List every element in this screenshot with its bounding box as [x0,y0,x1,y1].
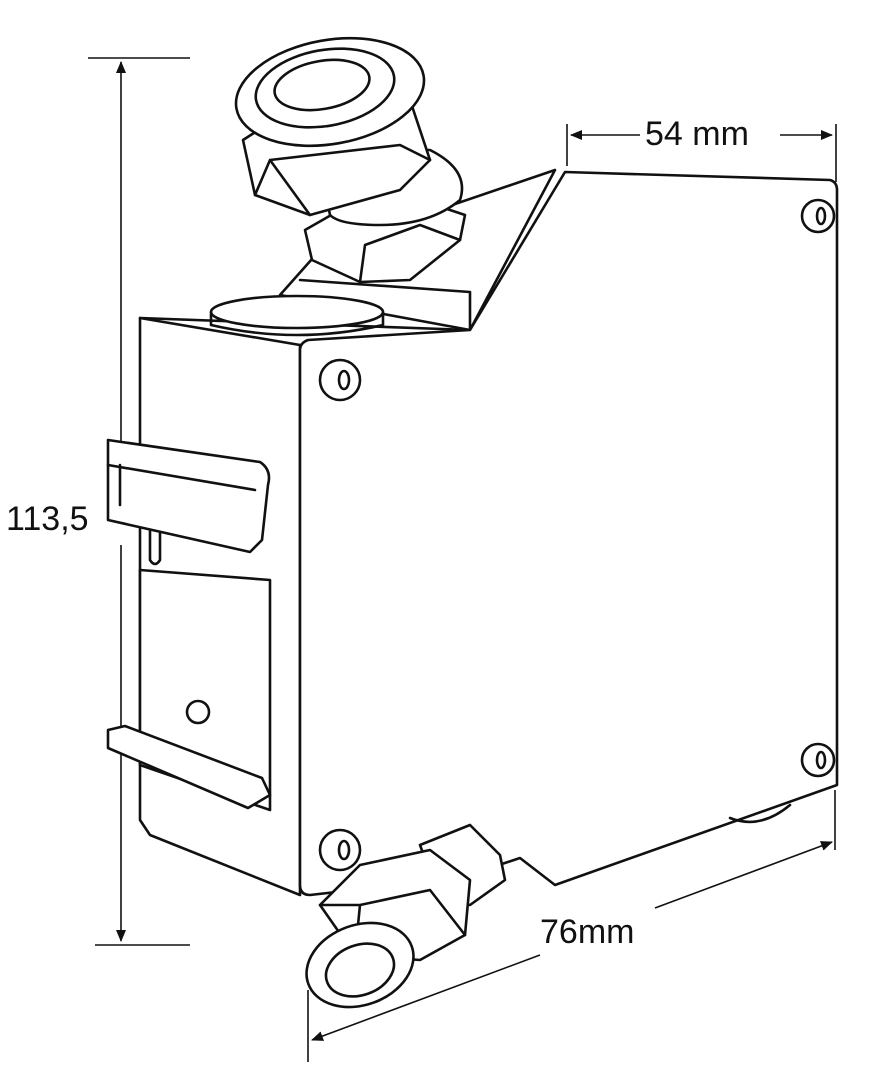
width-dimension: 54 mm [566,115,837,182]
bottom-cable-gland [305,823,507,1009]
din-rail-clip [106,438,272,812]
width-label: 54 mm [645,115,749,153]
depth-dimension: 76mm [307,790,836,1062]
depth-label: 76mm [540,913,634,951]
height-label: 113,5 [6,500,89,538]
screw-holes [318,198,836,872]
height-dimension: 113,5 [6,57,190,946]
top-cable-gland [234,36,467,284]
